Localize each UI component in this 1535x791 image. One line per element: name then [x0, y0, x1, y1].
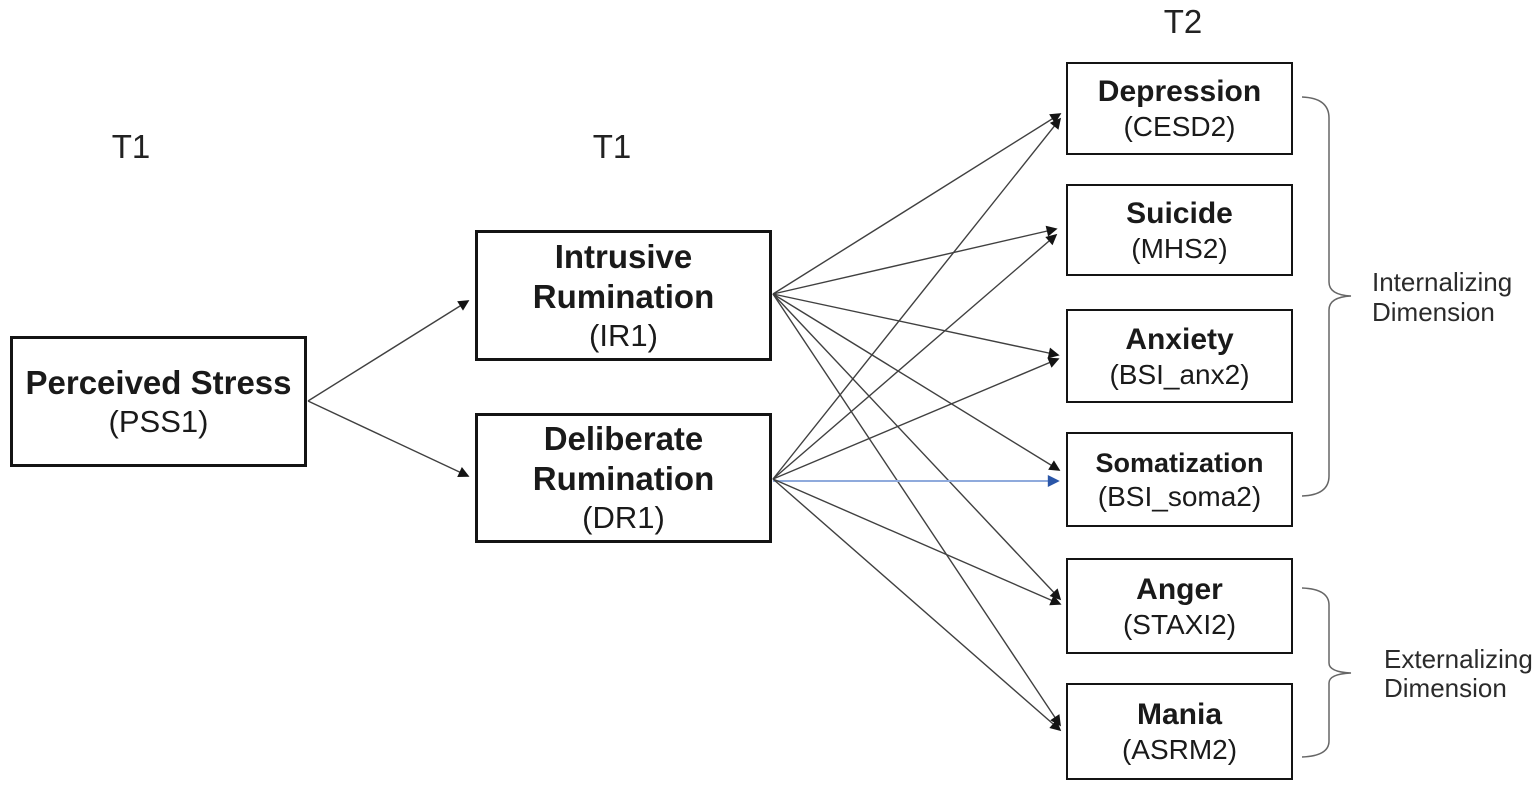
arrow-pss1-to-ir1 — [307, 300, 470, 402]
node-title: Mania — [1136, 698, 1223, 731]
time-label-t2: T2 — [1163, 3, 1203, 40]
node-title: Perceived Stress — [25, 363, 292, 401]
node-depression: Depression (CESD2) — [1066, 62, 1293, 155]
node-code: (IR1) — [589, 317, 658, 353]
node-title: Intrusive Rumination — [532, 237, 715, 315]
node-title: Anxiety — [1125, 322, 1234, 356]
node-deliberate-rumination: Deliberate Rumination (DR1) — [475, 413, 772, 543]
node-anger: Anger (STAXI2) — [1066, 558, 1293, 654]
externalizing-dimension-label: Externalizing Dimension — [1384, 644, 1533, 703]
node-perceived-stress: Perceived Stress (PSS1) — [10, 336, 307, 467]
node-code: (BSI_anx2) — [1109, 358, 1250, 390]
arrow-ir1-to-anxiety — [772, 293, 1060, 359]
time-label-t1-middle: T1 — [592, 128, 632, 165]
externalizing-brace — [1301, 587, 1352, 758]
node-title: Somatization — [1095, 448, 1264, 478]
internalizing-dimension-label: Internalizing Dimension — [1372, 267, 1513, 327]
node-code: (STAXI2) — [1122, 608, 1237, 640]
arrow-dr1-to-anger — [772, 478, 1062, 606]
arrow-ir1-to-somatization — [772, 293, 1061, 471]
arrow-ir1-to-mania — [772, 293, 1061, 727]
node-anxiety: Anxiety (BSI_anx2) — [1066, 309, 1293, 403]
arrow-dr1-to-depression — [772, 117, 1062, 480]
node-title: Depression — [1097, 75, 1262, 108]
node-code: (ASRM2) — [1121, 734, 1238, 765]
node-code: (BSI_soma2) — [1097, 481, 1262, 512]
arrow-dr1-to-anxiety — [772, 357, 1060, 480]
node-title: Anger — [1136, 572, 1223, 606]
node-mania: Mania (ASRM2) — [1066, 683, 1293, 780]
node-somatization: Somatization (BSI_soma2) — [1066, 432, 1293, 527]
internalizing-brace — [1301, 96, 1352, 497]
node-title: Deliberate Rumination — [532, 420, 715, 497]
node-title: Suicide — [1126, 196, 1233, 230]
node-code: (DR1) — [582, 500, 665, 535]
node-intrusive-rumination: Intrusive Rumination (IR1) — [475, 230, 772, 361]
arrow-dr1-to-mania — [772, 478, 1062, 732]
node-code: (MHS2) — [1131, 232, 1228, 264]
arrow-dr1-to-suicide — [772, 233, 1058, 480]
arrow-ir1-to-depression — [772, 113, 1062, 295]
node-code: (CESD2) — [1123, 111, 1236, 142]
node-code: (PSS1) — [108, 403, 209, 439]
time-label-t1-left: T1 — [111, 128, 151, 165]
arrow-ir1-to-anger — [772, 293, 1062, 601]
node-suicide: Suicide (MHS2) — [1066, 184, 1293, 276]
arrow-pss1-to-dr1 — [307, 400, 470, 478]
arrow-ir1-to-suicide — [772, 225, 1058, 295]
